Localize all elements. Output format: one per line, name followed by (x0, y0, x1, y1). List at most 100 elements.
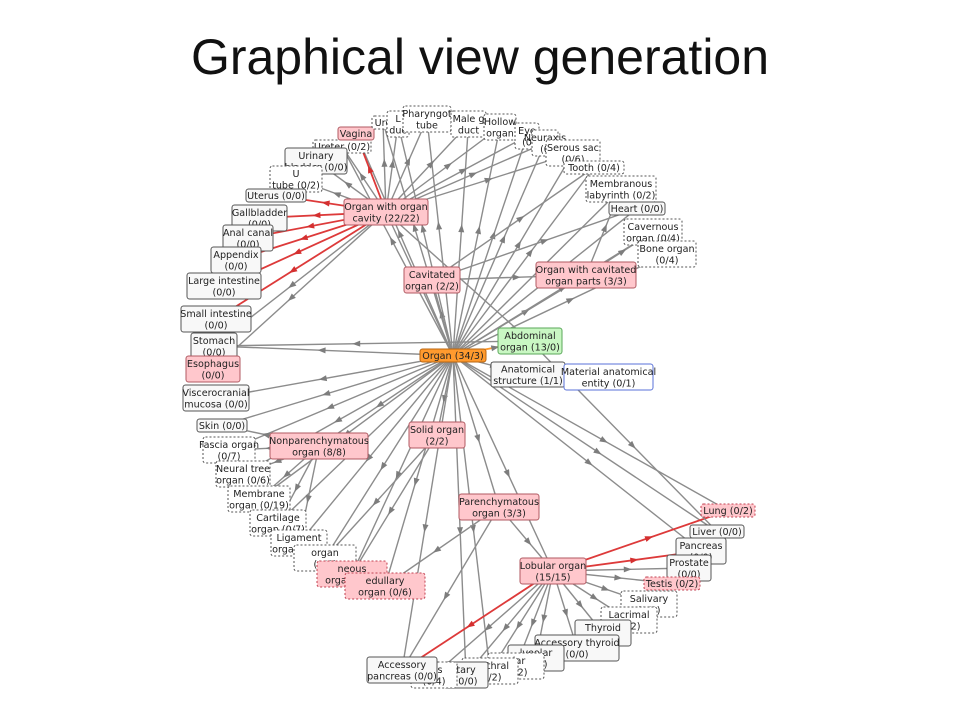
edge-lobular-ous (433, 570, 554, 676)
node-label-uterus: Uterus (0/0) (247, 191, 305, 202)
node-testis[interactable]: Testis (0/2) (643, 576, 701, 591)
edge-arrow-cavity-hollow (443, 162, 452, 171)
edge-arrow-organ-lung (599, 436, 608, 443)
edge-arrow-cavity-stomach (288, 280, 297, 289)
edge-cavity-maleduct (385, 123, 470, 213)
node-serous[interactable]: Serous sac(0/6) (545, 139, 601, 167)
edge-arrow-cavity-ure2 (381, 158, 388, 167)
edge-arrow-organ-viscero (318, 375, 328, 382)
node-box-uterus (245, 188, 307, 203)
edge-arrow-organ-ureter (390, 237, 397, 246)
node-small[interactable]: Small intestine(0/0) (180, 305, 252, 333)
node-skin[interactable]: Skin (0/0) (196, 418, 248, 433)
node-lung[interactable]: Lung (0/2) (700, 503, 756, 518)
node-box-bone (637, 240, 697, 268)
edge-arrow-organ-nonparen (375, 400, 385, 408)
slide-title: Graphical view generation (190, 29, 770, 85)
edge-cavitated-heart (431, 207, 638, 281)
node-label-pancreas: Pancreas (679, 541, 722, 552)
node-label-organ06: organ (311, 548, 339, 559)
node-box-lobular (519, 557, 587, 585)
node-label-heart: Heart (0/0) (611, 204, 664, 215)
node-label-urinary: Urinary (298, 151, 334, 162)
edge-abdominal-stomach (213, 340, 531, 347)
node-label-cutaneous: neous (338, 564, 367, 575)
edge-organ-stomach (213, 345, 454, 357)
node-large[interactable]: Large intestine(0/0) (186, 272, 262, 300)
edge-arrow-cavity-tube (332, 192, 342, 199)
node-label-lobular: (15/15) (535, 572, 570, 583)
node-label-maleduct: Male g (453, 114, 485, 125)
edge-arrow-cavity-pharyngo (404, 157, 411, 166)
node-label-tube: tube (0/2) (272, 180, 320, 191)
edge-arrow-nonparen-cartilage (294, 483, 301, 492)
node-label-cavernous: Cavernous (628, 222, 679, 233)
node-label-cavitated: organ (2/2) (405, 281, 459, 292)
node-esophagus[interactable]: Esophagus(0/0) (185, 355, 241, 383)
node-tooth[interactable]: Tooth (0/4) (563, 160, 625, 175)
node-label-viscero: mucosa (0/0) (184, 399, 247, 410)
edge-organ-ligament (298, 355, 454, 544)
node-vagina[interactable]: Vagina (337, 126, 375, 141)
node-liver[interactable]: Liver (0/0) (689, 524, 745, 539)
node-lobular[interactable]: Lobular organ(15/15) (519, 557, 587, 585)
edge-organ-vagina (355, 133, 454, 356)
edge-arrow-cavity-neuraxis (468, 172, 478, 179)
node-label-accthyroid: Accessory thyroid (534, 638, 619, 649)
node-solid[interactable]: Solid organ(2/2) (408, 421, 466, 449)
node-uterus[interactable]: Uterus (0/0) (245, 188, 307, 203)
node-heart[interactable]: Heart (0/0) (608, 201, 666, 216)
edge-arrow-lobular-accpancreas (466, 620, 475, 628)
edge-arrow-organ-fascia (326, 403, 335, 410)
node-box-cavity (343, 198, 429, 226)
node-label-organ: Organ (34/3) (422, 351, 483, 362)
edge-arrow-organ-liver (593, 447, 602, 455)
edge-cavity-small (215, 211, 387, 320)
node-label-salivary: Salivary (630, 594, 669, 605)
node-label-serous: (0/6) (562, 154, 585, 165)
node-bone[interactable]: Bone organ(0/4) (637, 240, 697, 268)
edge-arrow-abdominal-liver (627, 440, 636, 449)
node-label-ure2: Ure (375, 118, 392, 129)
node-label-stomach: (0/0) (203, 347, 226, 358)
node-label-hollow: organ (486, 128, 514, 139)
node-label-fascia: (0/7) (218, 451, 241, 462)
node-appendix[interactable]: Appendix(0/0) (210, 246, 262, 274)
node-label-lung: Lung (0/2) (703, 506, 752, 517)
node-box-cavitated (403, 266, 461, 294)
node-stomach[interactable]: Stomach(0/0) (190, 332, 238, 360)
node-box-abdominal (497, 327, 563, 355)
node-label-accthyroid: (0/0) (566, 649, 589, 660)
edge-arrow-cavitated-cavparts (512, 274, 521, 281)
edge-arrow-organ-pharyngo (436, 221, 443, 230)
node-label-appendix: (0/0) (225, 261, 248, 272)
node-box-solid (408, 421, 466, 449)
node-prostate[interactable]: Prostate(0/0) (666, 554, 712, 582)
node-label-anatomical: structure (1/1) (493, 376, 563, 387)
node-label-skin: Skin (0/0) (199, 421, 245, 432)
node-label-gallbladder: Gallbladder (232, 208, 287, 219)
node-fascia[interactable]: Fascia organ(0/7) (199, 436, 259, 464)
edge-organ-viscero (215, 354, 454, 399)
node-label-anal: (0/0) (237, 239, 260, 250)
node-label-cavernous: organ (0/4) (626, 233, 680, 244)
node-organ[interactable]: Organ (34/3) (419, 348, 487, 363)
